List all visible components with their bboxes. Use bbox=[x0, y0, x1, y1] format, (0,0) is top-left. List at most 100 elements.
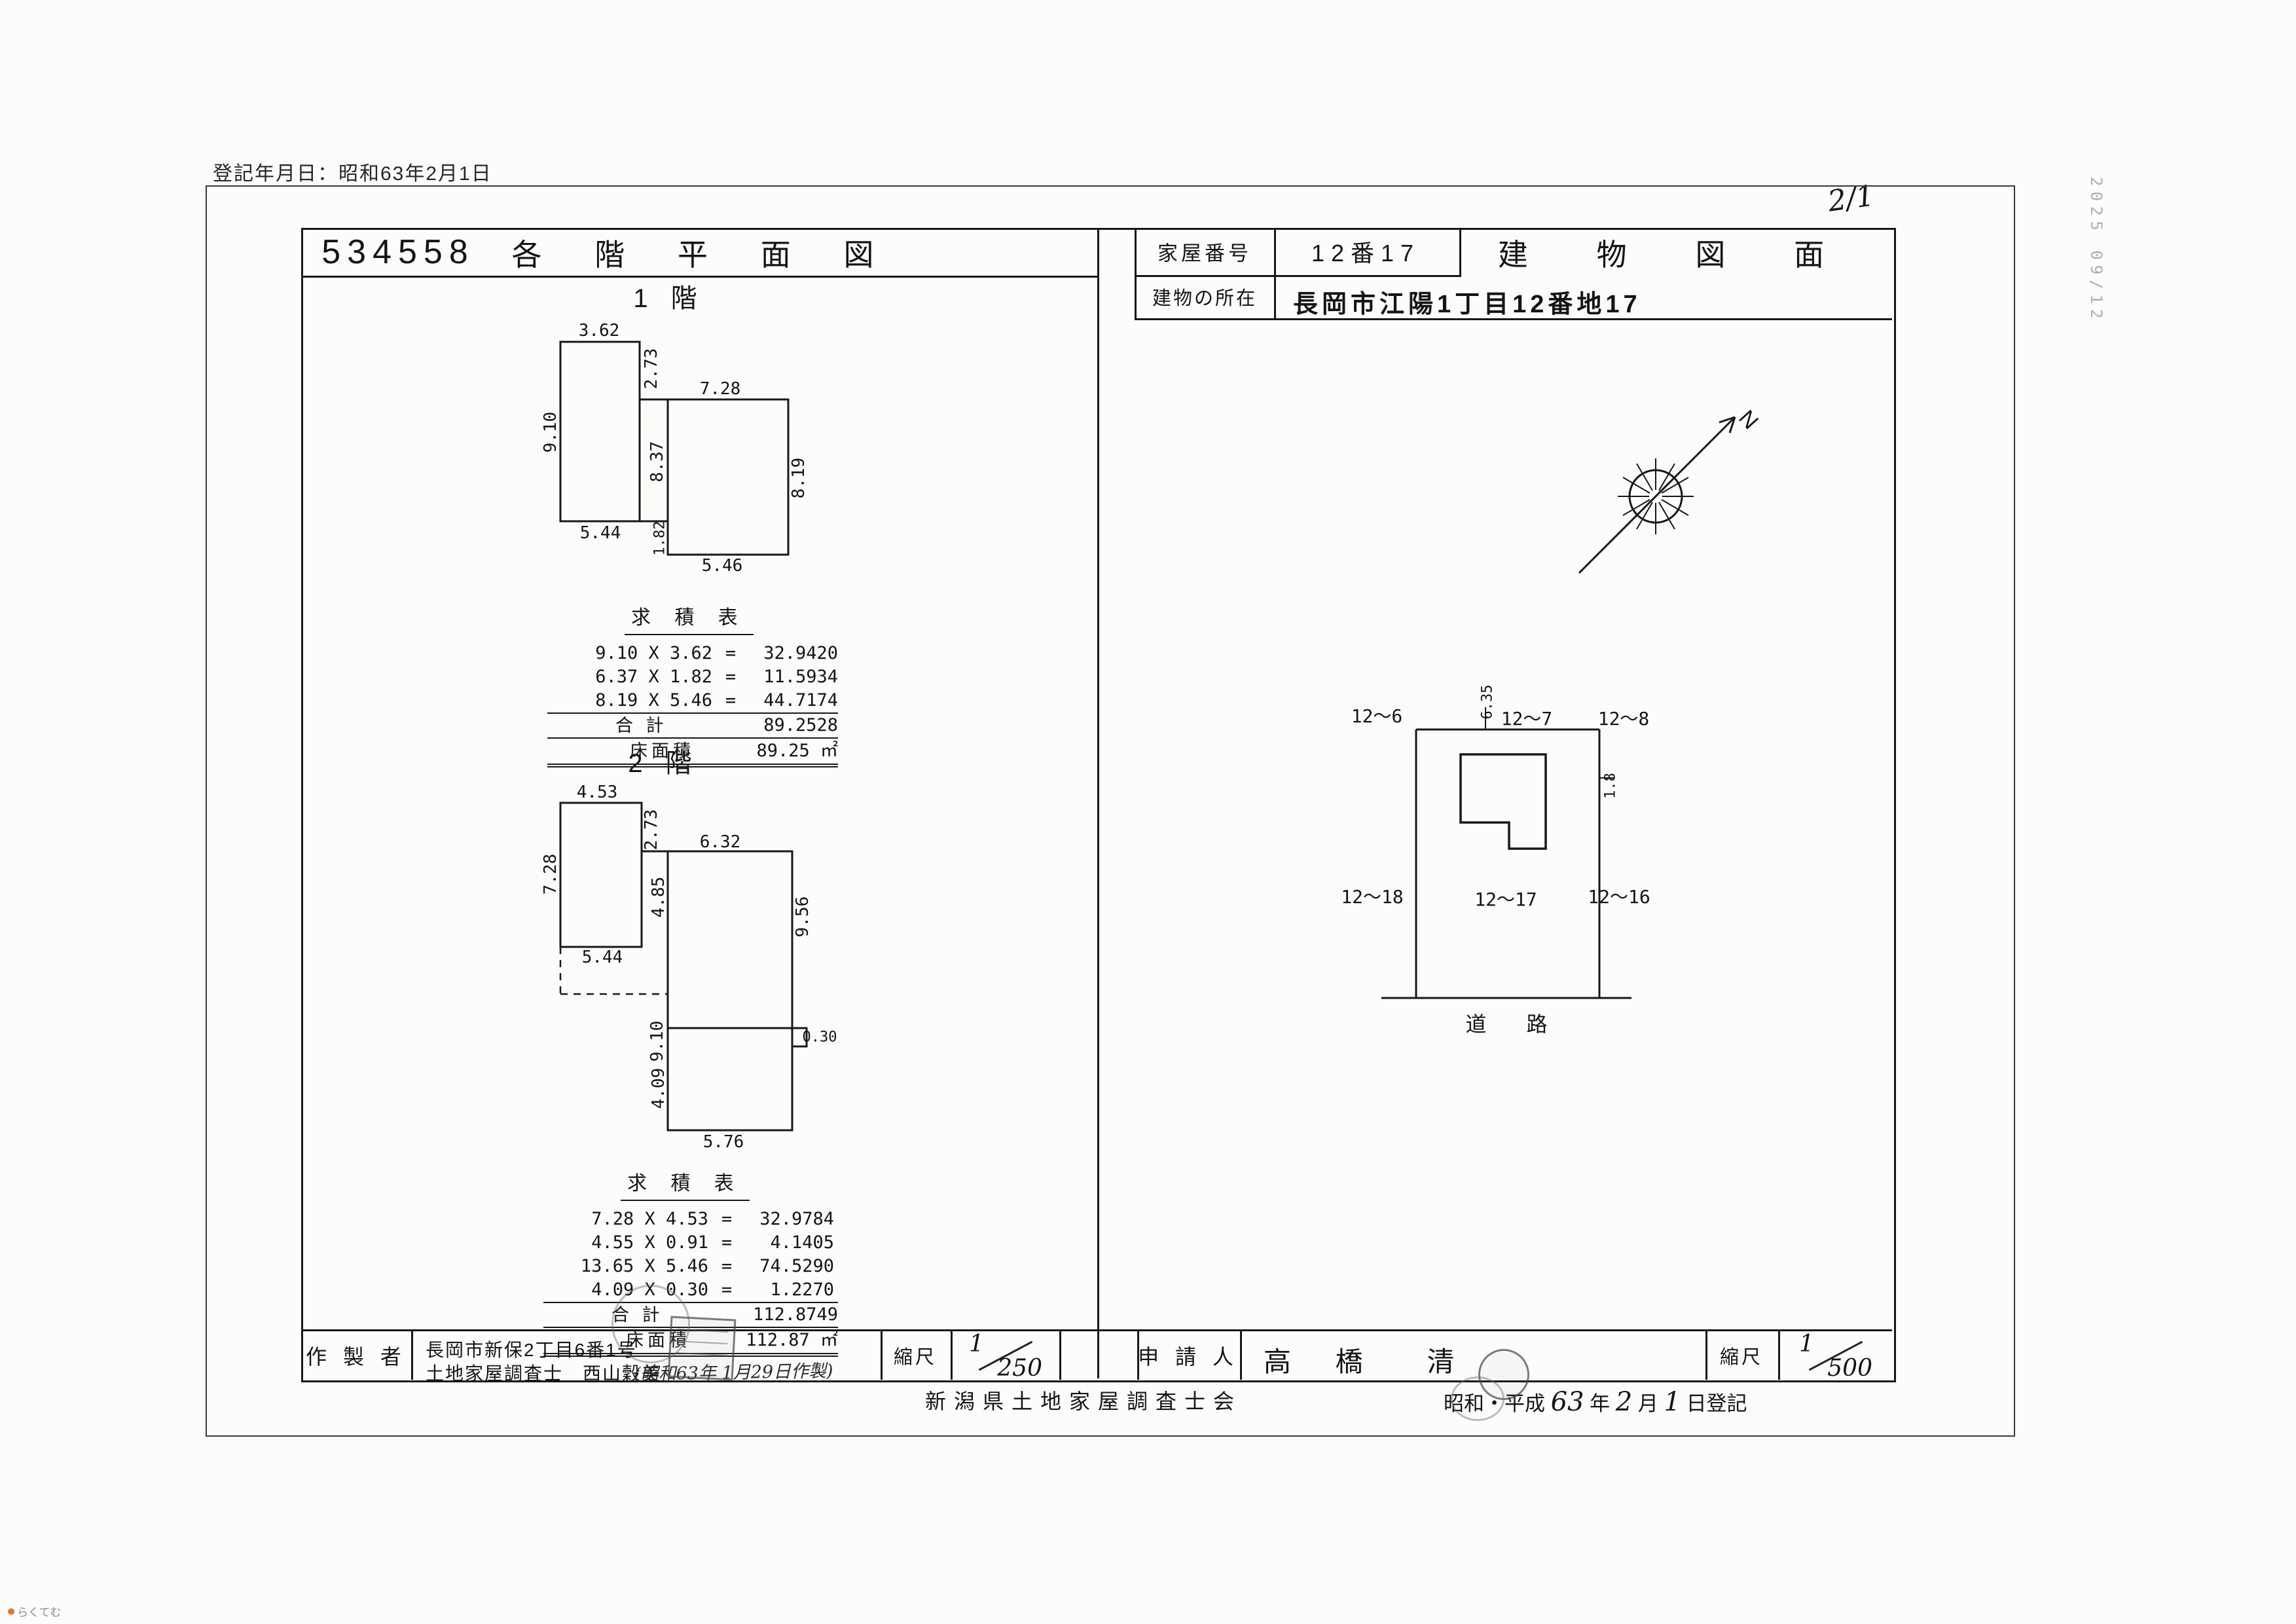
lot-number: 12〜7 bbox=[1501, 708, 1553, 729]
table-cell: = bbox=[721, 1209, 733, 1229]
scale-numerator: 1 bbox=[1799, 1331, 1814, 1357]
scale-numerator: 1 bbox=[969, 1331, 984, 1357]
lot-number: 12〜8 bbox=[1597, 708, 1650, 729]
dimension-label: 6.32 bbox=[699, 832, 741, 852]
title-row-underline bbox=[301, 276, 1097, 278]
registration-year-unit: 年 bbox=[1590, 1392, 1611, 1415]
floor-area-row: 床面積 89.25 ㎡ bbox=[547, 739, 838, 767]
road-label: 道 路 bbox=[1465, 1012, 1565, 1036]
floor2-label: 2 階 bbox=[628, 749, 700, 778]
lot-number: 12〜17 bbox=[1474, 889, 1537, 910]
table-row: 9.10 X 3.62 = 32.9420 bbox=[547, 642, 838, 665]
registration-note: 昭和・平成 63 年 2 月 1 日登記 bbox=[1444, 1387, 1747, 1417]
footer-cell-line bbox=[881, 1329, 883, 1380]
lot-number: 12〜6 bbox=[1351, 705, 1403, 727]
surveyor-square-stamp bbox=[667, 1316, 737, 1381]
location-row-left-line bbox=[1135, 273, 1137, 318]
location-value: 長岡市江陽1丁目12番地17 bbox=[1293, 291, 1641, 318]
dimension-label: 7.28 bbox=[699, 379, 741, 399]
floor-area-value: 112.87 ㎡ bbox=[746, 1330, 838, 1350]
dimension-label: 9.56 bbox=[793, 896, 812, 938]
footer-cell-line bbox=[1705, 1329, 1707, 1380]
table-cell: 32.9420 bbox=[763, 643, 838, 663]
scale-label: 縮尺 bbox=[893, 1347, 938, 1368]
footer-cell-line bbox=[1240, 1329, 1242, 1380]
table-cell: 44.7174 bbox=[763, 690, 838, 710]
left-right-divider bbox=[1097, 228, 1099, 1378]
table-row: 6.37 X 1.82 = 11.5934 bbox=[547, 665, 838, 689]
footer-cell-line bbox=[1059, 1329, 1061, 1380]
location-row-underline bbox=[1135, 318, 1892, 320]
table-row: 13.65 X 5.46 = 74.5290 bbox=[543, 1255, 838, 1278]
table-cell: = bbox=[725, 690, 737, 710]
registration-year: 63 bbox=[1550, 1387, 1584, 1417]
scale-denominator: 500 bbox=[1827, 1355, 1872, 1382]
dimension-label: 2.73 bbox=[642, 348, 661, 390]
total-value: 89.2528 bbox=[763, 715, 838, 735]
house-number-box-divider bbox=[1274, 228, 1276, 273]
lot-number: 12〜16 bbox=[1588, 886, 1650, 908]
table-cell: 8.19 X 5.46 bbox=[595, 690, 712, 710]
house-number-value: 12番17 bbox=[1311, 240, 1421, 267]
scale-value-500: 1 500 bbox=[1790, 1331, 1882, 1382]
house-number-label: 家屋番号 bbox=[1157, 242, 1252, 265]
footer-cell-line bbox=[1778, 1329, 1780, 1380]
registration-month-unit: 月 bbox=[1637, 1392, 1658, 1415]
footer-top-line bbox=[301, 1329, 1892, 1331]
dimension-label: 8.19 bbox=[789, 457, 809, 499]
scan-watermark: らくてむ bbox=[8, 1603, 62, 1619]
dimension-label: 9.10 bbox=[541, 411, 560, 453]
table-cell: = bbox=[721, 1280, 733, 1300]
scale-label: 縮尺 bbox=[1719, 1347, 1764, 1368]
scale-value-250: 1 250 bbox=[960, 1331, 1051, 1382]
creator-name: 土地家屋調査士 西山穀美 bbox=[426, 1363, 662, 1384]
area-table-rows: 9.10 X 3.62 = 32.9420 6.37 X 1.82 = 11.5… bbox=[547, 642, 838, 714]
table-cell: 4.55 X 0.91 bbox=[591, 1232, 708, 1253]
dimension-label: 5.44 bbox=[581, 948, 623, 967]
table-cell: 7.28 X 4.53 bbox=[591, 1209, 708, 1229]
table-cell: = bbox=[721, 1232, 733, 1253]
table-cell: 6.37 X 1.82 bbox=[595, 667, 712, 687]
total-label: 合 計 bbox=[615, 716, 668, 735]
table-cell: 13.65 X 5.46 bbox=[580, 1256, 708, 1276]
dimension-label: 0.30 bbox=[802, 1029, 837, 1046]
table-row: 8.19 X 5.46 = 44.7174 bbox=[547, 689, 838, 712]
registration-day: 1 bbox=[1664, 1387, 1681, 1417]
applicant-label: 申 請 人 bbox=[1138, 1345, 1239, 1369]
round-stamp-faint bbox=[611, 1285, 690, 1363]
registration-date-note: 登記年月日：昭和63年2月1日 bbox=[213, 163, 492, 185]
floor-area-value: 89.25 ㎡ bbox=[756, 741, 838, 761]
area-table-title: 求 積 表 bbox=[621, 1167, 750, 1201]
dimension-label: 5.44 bbox=[579, 523, 621, 543]
dimension-label: 1.82 bbox=[651, 521, 668, 556]
registration-day-unit: 日登記 bbox=[1686, 1392, 1747, 1415]
table-row: 4.55 X 0.91 = 4.1405 bbox=[543, 1231, 838, 1255]
location-label: 建物の所在 bbox=[1152, 288, 1258, 309]
table-cell: = bbox=[725, 643, 737, 663]
dimension-label: 5.76 bbox=[702, 1132, 744, 1152]
lot-number: 12〜18 bbox=[1341, 886, 1404, 908]
applicant-name: 高 橋 清 bbox=[1264, 1346, 1473, 1377]
dimension-label: 5.46 bbox=[701, 556, 743, 576]
table-row: 4.09 X 0.30 = 1.2270 bbox=[543, 1278, 838, 1302]
table-cell: 32.9784 bbox=[759, 1209, 834, 1229]
dimension-label: 4.53 bbox=[576, 783, 618, 802]
right-title: 建 物 図 面 bbox=[1497, 238, 1855, 272]
table-cell: 4.1405 bbox=[770, 1232, 834, 1253]
table-cell: = bbox=[721, 1256, 733, 1276]
dimension-label: 4.85 bbox=[649, 876, 668, 918]
table-cell: 9.10 X 3.62 bbox=[595, 643, 712, 663]
site-dimension-label: 1.8 bbox=[1602, 773, 1619, 799]
dimension-label: 9.10 bbox=[647, 1020, 667, 1062]
left-title: 各 階 平 面 図 bbox=[511, 238, 896, 272]
watermark-dot-icon bbox=[8, 1608, 14, 1615]
floor2-area-table: 求 積 表 7.28 X 4.53 = 32.9784 4.55 X 0.91 … bbox=[543, 1167, 838, 1357]
footer-cell-line bbox=[951, 1329, 953, 1380]
area-table-rows: 7.28 X 4.53 = 32.9784 4.55 X 0.91 = 4.14… bbox=[543, 1208, 838, 1303]
table-total-row: 合 計 89.2528 bbox=[547, 714, 838, 739]
dimension-label: 4.09 bbox=[649, 1067, 668, 1109]
registration-stamp-faint bbox=[1451, 1376, 1504, 1421]
dimension-label: 3.62 bbox=[578, 321, 620, 341]
table-cell: 1.2270 bbox=[770, 1280, 834, 1300]
house-number-box bbox=[1135, 228, 1461, 277]
